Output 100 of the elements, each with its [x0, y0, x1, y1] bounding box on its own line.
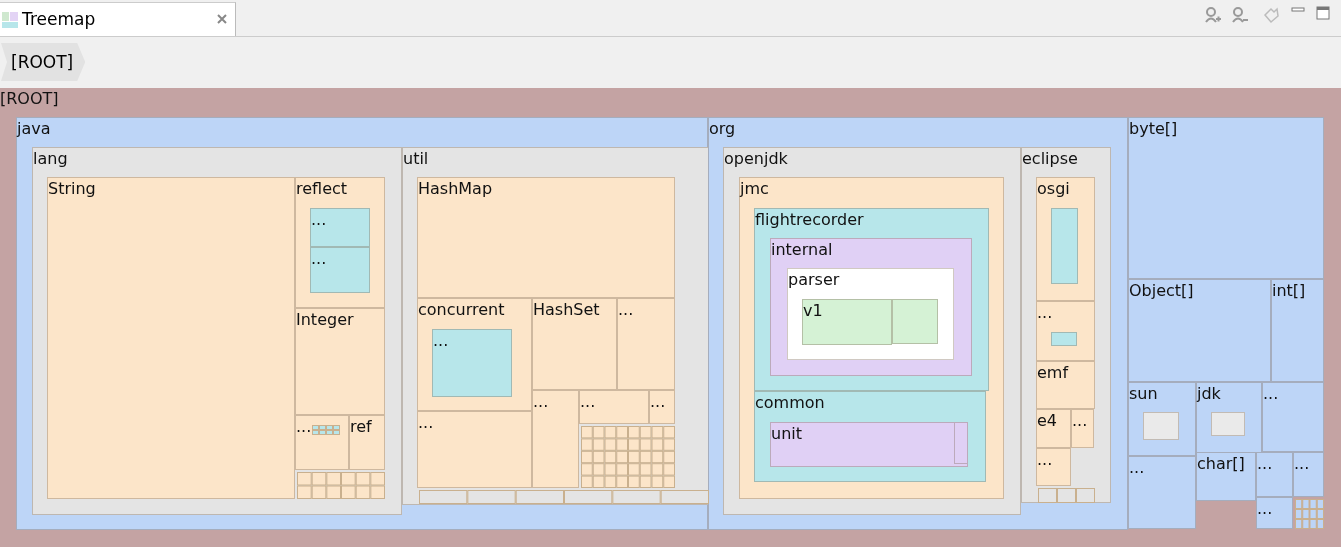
node-label: osgi	[1037, 180, 1070, 198]
class-box	[1271, 279, 1324, 382]
class-box	[1051, 208, 1078, 284]
class-box	[1128, 456, 1196, 529]
package-box	[16, 117, 708, 530]
node-label: flightrecorder	[755, 211, 864, 229]
node-label: ...	[311, 250, 327, 268]
package-box	[1036, 177, 1095, 301]
package-box	[1071, 409, 1094, 448]
class-box	[617, 298, 675, 390]
package-box	[349, 415, 385, 470]
node-label: ...	[1037, 304, 1053, 322]
package-box	[1036, 361, 1095, 409]
class-box	[417, 177, 675, 298]
node-label: ...	[1263, 385, 1279, 403]
package-box	[787, 268, 954, 360]
node-label: jdk	[1197, 385, 1221, 403]
class-box	[532, 298, 617, 390]
node-label: ...	[1257, 455, 1273, 473]
class-box	[1196, 452, 1256, 501]
class-box	[954, 422, 968, 464]
node-label: Object[]	[1129, 282, 1194, 300]
node-label: HashMap	[418, 180, 493, 198]
class-box	[1128, 279, 1271, 382]
node-label: char[]	[1197, 455, 1245, 473]
node-label: ...	[296, 418, 312, 436]
node-label: ...	[650, 393, 666, 411]
package-box	[32, 147, 402, 515]
node-label: int[]	[1272, 282, 1306, 300]
node-label: ...	[580, 393, 596, 411]
class-box	[1256, 497, 1293, 529]
treemap-area	[0, 88, 1341, 547]
class-box	[1211, 412, 1245, 436]
node-label: java	[17, 120, 51, 138]
node-label: ref	[350, 418, 372, 436]
node-label: ...	[1257, 500, 1273, 518]
class-box	[295, 308, 385, 415]
node-label: reflect	[296, 180, 348, 198]
package-box	[1128, 382, 1196, 456]
package-box	[402, 147, 709, 505]
package-box	[770, 238, 972, 376]
node-label: [ROOT]	[0, 90, 59, 108]
class-box	[417, 411, 532, 488]
package-box	[1036, 409, 1071, 448]
node-label: org	[709, 120, 736, 138]
package-box	[802, 299, 892, 345]
node-label: internal	[771, 241, 833, 259]
node-label: e4	[1037, 412, 1058, 430]
class-box	[432, 329, 512, 397]
package-box	[770, 422, 968, 467]
package-box	[754, 391, 986, 482]
class-box	[1143, 412, 1179, 440]
class-box	[310, 247, 370, 293]
node-label: ...	[1129, 459, 1145, 477]
package-box	[1036, 301, 1095, 361]
package-box	[417, 298, 532, 411]
class-box	[310, 208, 370, 247]
package-box	[295, 415, 349, 470]
node-label: util	[403, 150, 429, 168]
class-box	[892, 299, 938, 344]
package-box	[754, 208, 989, 391]
node-label: ...	[418, 414, 434, 432]
node-label: Integer	[296, 311, 354, 329]
class-box	[1051, 332, 1077, 346]
class-box	[649, 390, 675, 424]
node-label: unit	[771, 425, 802, 443]
node-label: lang	[33, 150, 68, 168]
node-label: byte[]	[1129, 120, 1178, 138]
package-box	[723, 147, 1021, 515]
class-box	[579, 390, 649, 424]
node-label: ...	[1037, 451, 1053, 469]
package-box	[295, 177, 385, 308]
class-box	[1293, 452, 1324, 497]
class-box	[1262, 382, 1324, 452]
node-label: jmc	[740, 180, 769, 198]
node-label: openjdk	[724, 150, 788, 168]
node-label: ...	[1294, 455, 1310, 473]
tab-title: Treemap	[22, 9, 96, 29]
class-box	[1256, 452, 1293, 497]
package-box	[708, 117, 1128, 530]
node-label: ...	[618, 301, 634, 319]
node-label: sun	[1129, 385, 1158, 403]
node-label: ...	[533, 393, 549, 411]
node-label: eclipse	[1022, 150, 1078, 168]
class-box	[532, 390, 579, 488]
package-box	[739, 177, 1004, 499]
node-label: ...	[433, 332, 449, 350]
node-label: HashSet	[533, 301, 600, 319]
class-box	[47, 177, 295, 499]
node-label: parser	[788, 271, 840, 289]
package-box	[1021, 147, 1111, 503]
node-label: String	[48, 180, 96, 198]
node-label: v1	[803, 302, 823, 320]
node-label: ...	[311, 211, 327, 229]
node-label: emf	[1037, 364, 1069, 382]
breadcrumb-button: [ROOT]	[1, 43, 86, 81]
node-label: common	[755, 394, 825, 412]
node-label: ...	[1072, 412, 1088, 430]
package-box	[1036, 448, 1071, 486]
class-box	[1128, 117, 1324, 279]
